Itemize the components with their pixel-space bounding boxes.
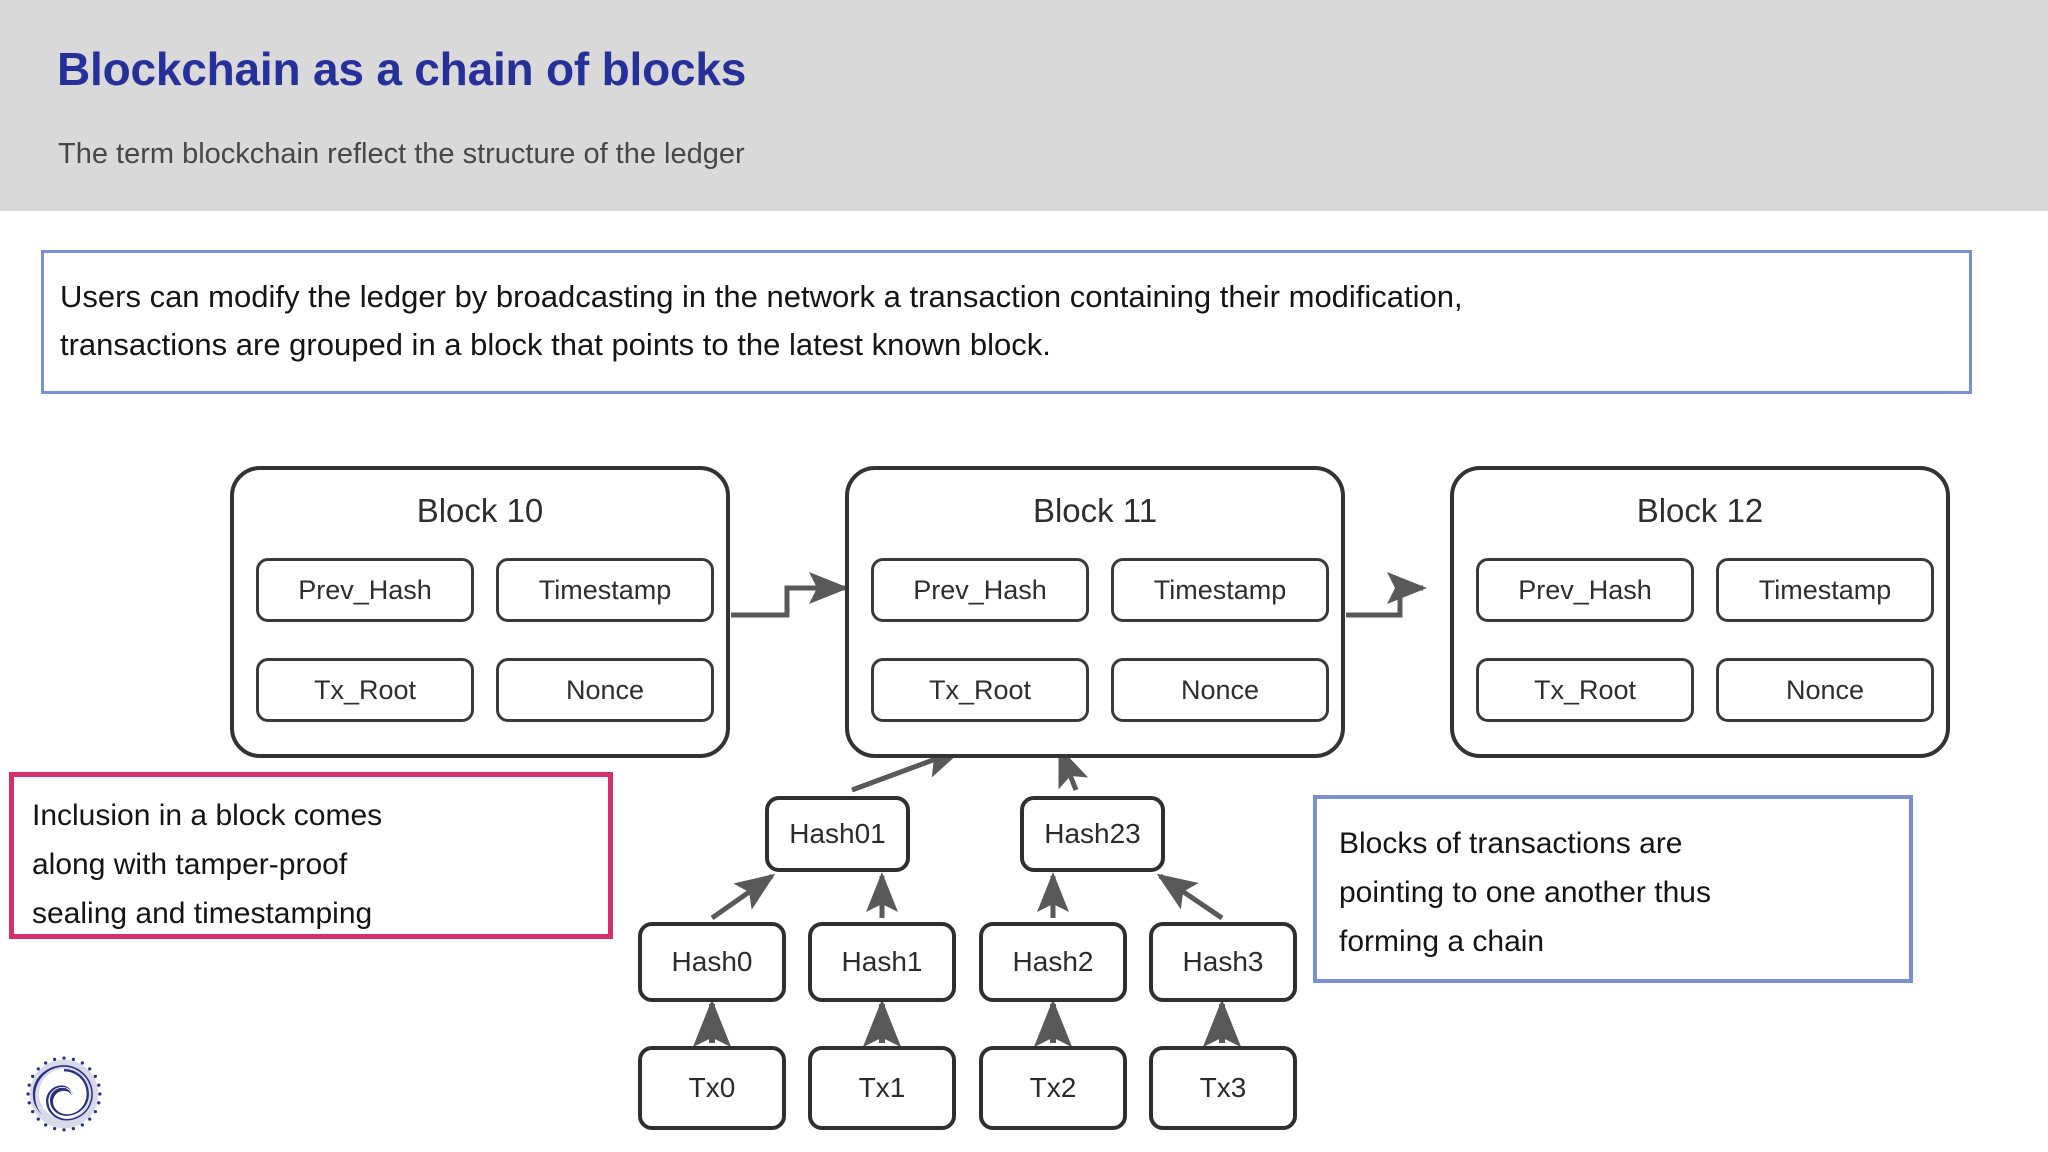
callout-top-line-1: Users can modify the ledger by broadcast… bbox=[60, 279, 1463, 314]
callout-left-line-2: along with tamper-proof bbox=[32, 848, 348, 881]
transaction-tx3[interactable]: Tx3 bbox=[1149, 1046, 1297, 1130]
block-12-field-prev-hash[interactable]: Prev_Hash bbox=[1476, 558, 1694, 622]
block-10-field-nonce[interactable]: Nonce bbox=[496, 658, 714, 722]
block-11-title: Block 11 bbox=[1032, 492, 1158, 529]
connector-block11-to-block12 bbox=[1346, 571, 1428, 618]
merkle-node-hash2[interactable]: Hash2 bbox=[979, 922, 1127, 1002]
block-10-field-tx-root[interactable]: Tx_Root bbox=[256, 658, 474, 722]
callout-top-line-2: transactions are grouped in a block that… bbox=[60, 327, 1051, 362]
merkle-node-hash3[interactable]: Hash3 bbox=[1149, 922, 1297, 1002]
slide-header: Blockchain as a chain of blocks The term… bbox=[0, 0, 2048, 211]
arrow-hash0-to-hash01 bbox=[710, 873, 776, 921]
block-11-field-prev-hash[interactable]: Prev_Hash bbox=[871, 558, 1089, 622]
block-10-title: Block 10 bbox=[416, 492, 544, 529]
block-11-field-nonce[interactable]: Nonce bbox=[1111, 658, 1329, 722]
block-11[interactable]: Block 11 Prev_Hash Timestamp Tx_Root Non… bbox=[845, 466, 1345, 758]
connector-block10-to-block11 bbox=[731, 571, 850, 618]
merkle-node-hash01[interactable]: Hash01 bbox=[765, 796, 910, 872]
block-12-field-timestamp[interactable]: Timestamp bbox=[1716, 558, 1934, 622]
merkle-node-hash1[interactable]: Hash1 bbox=[808, 922, 956, 1002]
transaction-tx1[interactable]: Tx1 bbox=[808, 1046, 956, 1130]
merkle-node-hash23[interactable]: Hash23 bbox=[1020, 796, 1165, 872]
page-subtitle: The term blockchain reflect the structur… bbox=[58, 138, 745, 170]
block-10[interactable]: Block 10 Prev_Hash Timestamp Tx_Root Non… bbox=[230, 466, 730, 758]
callout-right-line-3: forming a chain bbox=[1339, 925, 1545, 958]
spiral-logo-icon bbox=[26, 1056, 102, 1132]
page-title: Blockchain as a chain of blocks bbox=[57, 43, 747, 95]
block-10-field-timestamp[interactable]: Timestamp bbox=[496, 558, 714, 622]
block-12[interactable]: Block 12 Prev_Hash Timestamp Tx_Root Non… bbox=[1450, 466, 1950, 758]
transaction-tx2[interactable]: Tx2 bbox=[979, 1046, 1127, 1130]
block-11-field-timestamp[interactable]: Timestamp bbox=[1111, 558, 1329, 622]
block-12-field-nonce[interactable]: Nonce bbox=[1716, 658, 1934, 722]
callout-top-description: Users can modify the ledger by broadcast… bbox=[41, 250, 1972, 394]
block-12-title: Block 12 bbox=[1636, 492, 1764, 529]
callout-right-line-2: pointing to one another thus bbox=[1339, 876, 1711, 909]
arrow-hash3-to-hash23 bbox=[1156, 873, 1224, 921]
block-10-field-prev-hash[interactable]: Prev_Hash bbox=[256, 558, 474, 622]
callout-left-description: Inclusion in a block comes along with ta… bbox=[9, 772, 613, 939]
block-12-field-tx-root[interactable]: Tx_Root bbox=[1476, 658, 1694, 722]
callout-left-line-1: Inclusion in a block comes bbox=[32, 799, 383, 832]
callout-left-line-3: sealing and timestamping bbox=[32, 897, 373, 930]
transaction-tx0[interactable]: Tx0 bbox=[638, 1046, 786, 1130]
callout-right-description: Blocks of transactions are pointing to o… bbox=[1313, 795, 1913, 983]
block-11-field-tx-root[interactable]: Tx_Root bbox=[871, 658, 1089, 722]
merkle-node-hash0[interactable]: Hash0 bbox=[638, 922, 786, 1002]
callout-right-line-1: Blocks of transactions are bbox=[1339, 827, 1683, 860]
